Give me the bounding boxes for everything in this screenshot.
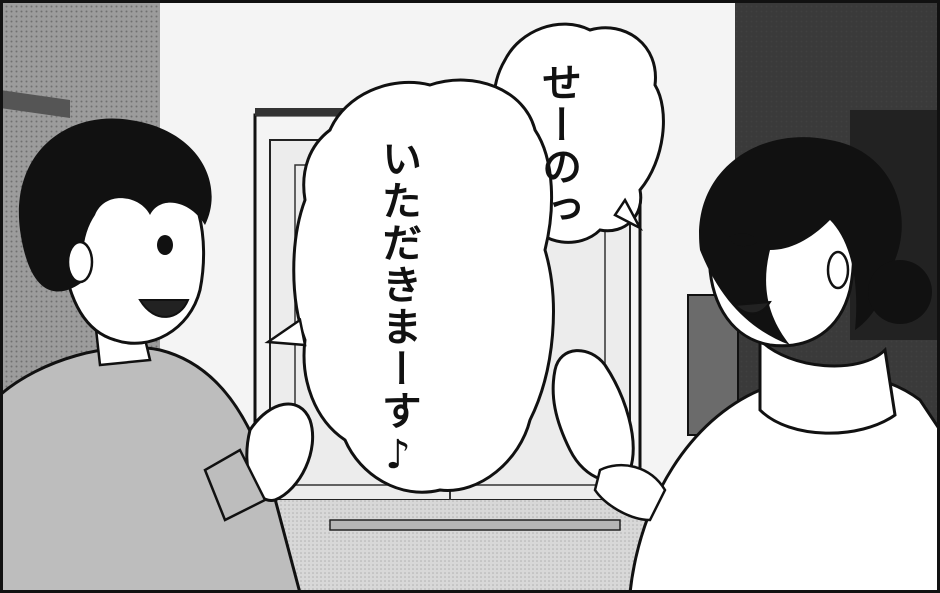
woman-hair [699,137,902,345]
floor-tone [230,500,690,593]
boy-eye [157,235,173,255]
boy-ear [66,240,94,284]
woman-eye [728,233,758,247]
boy-cuff [203,448,267,522]
boy-character [0,118,315,593]
speech-text-2: いただきまーす♪ [375,138,421,480]
shelf [0,90,70,118]
speech-text-1: せーのっ [535,62,581,230]
woman-hair-bun [868,260,932,324]
table-edge [329,519,621,531]
boy-mouth [138,299,190,318]
speech-bubble-2 [292,78,555,494]
woman-mouth [732,300,772,315]
door-rail [255,108,375,116]
woman-character [551,137,940,593]
speech-bubble-1-tail [613,197,644,231]
speech-bubble-2-tail [264,317,307,347]
woman-ear [826,250,850,290]
boy-hair [18,118,212,292]
woman-turtleneck [758,336,897,435]
woman-cuff [593,463,667,522]
